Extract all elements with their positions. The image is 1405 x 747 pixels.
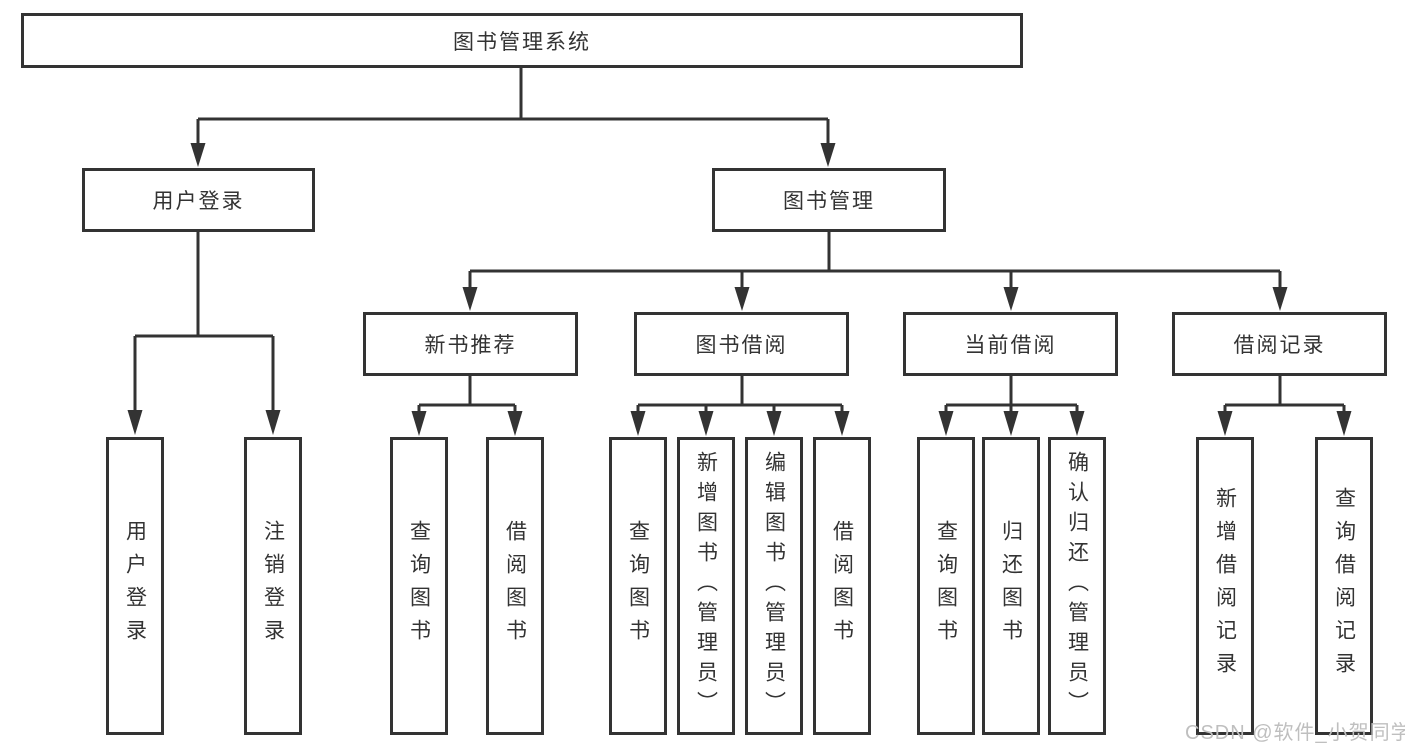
leaf-query-books-recommend: 查询图书 xyxy=(390,437,448,735)
node-borrow-record-label: 借阅记录 xyxy=(1233,334,1326,357)
leaf-return-books: 归还图书 xyxy=(982,437,1040,735)
leaf-add-books-admin-label: 新增图书（管理员） xyxy=(694,451,718,721)
leaf-query-books-current-label: 查询图书 xyxy=(934,520,958,652)
node-current-borrow-label: 当前借阅 xyxy=(964,334,1057,357)
leaf-logout: 注销登录 xyxy=(244,437,302,735)
node-book-borrow: 图书借阅 xyxy=(634,312,849,376)
node-new-book-recommend: 新书推荐 xyxy=(363,312,578,376)
node-root: 图书管理系统 xyxy=(21,13,1023,68)
leaf-borrow-books: 借阅图书 xyxy=(813,437,871,735)
leaf-logout-label: 注销登录 xyxy=(261,520,285,652)
leaf-add-borrow-record-label: 新增借阅记录 xyxy=(1213,487,1237,685)
leaf-query-books-current: 查询图书 xyxy=(917,437,975,735)
leaf-query-books-recommend-label: 查询图书 xyxy=(407,520,431,652)
node-new-book-recommend-label: 新书推荐 xyxy=(424,334,517,357)
leaf-edit-books-admin-label: 编辑图书（管理员） xyxy=(762,451,786,721)
leaf-edit-books-admin: 编辑图书（管理员） xyxy=(745,437,803,735)
leaf-add-borrow-record: 新增借阅记录 xyxy=(1196,437,1254,735)
leaf-borrow-books-recommend-label: 借阅图书 xyxy=(503,520,527,652)
node-book-management: 图书管理 xyxy=(712,168,946,232)
csdn-watermark: CSDN @软件_小贺同学 xyxy=(1185,722,1405,744)
leaf-user-login-label: 用户登录 xyxy=(123,520,147,652)
node-book-management-label: 图书管理 xyxy=(783,190,875,213)
leaf-borrow-books-label: 借阅图书 xyxy=(830,520,854,652)
leaf-query-borrow-record: 查询借阅记录 xyxy=(1315,437,1373,735)
node-root-label: 图书管理系统 xyxy=(453,30,591,54)
node-user-login-label: 用户登录 xyxy=(152,190,245,213)
leaf-confirm-return-admin-label: 确认归还（管理员） xyxy=(1065,451,1089,721)
leaf-query-books-borrow-label: 查询图书 xyxy=(626,520,650,652)
node-book-borrow-label: 图书借阅 xyxy=(695,334,788,357)
node-current-borrow: 当前借阅 xyxy=(903,312,1118,376)
leaf-user-login: 用户登录 xyxy=(106,437,164,735)
leaf-query-borrow-record-label: 查询借阅记录 xyxy=(1332,487,1356,685)
node-user-login: 用户登录 xyxy=(82,168,315,232)
leaf-borrow-books-recommend: 借阅图书 xyxy=(486,437,544,735)
leaf-confirm-return-admin: 确认归还（管理员） xyxy=(1048,437,1106,735)
arrow-heads xyxy=(127,143,1352,436)
leaf-return-books-label: 归还图书 xyxy=(999,520,1023,652)
leaf-query-books-borrow: 查询图书 xyxy=(609,437,667,735)
leaf-add-books-admin: 新增图书（管理员） xyxy=(677,437,735,735)
node-borrow-record: 借阅记录 xyxy=(1172,312,1387,376)
